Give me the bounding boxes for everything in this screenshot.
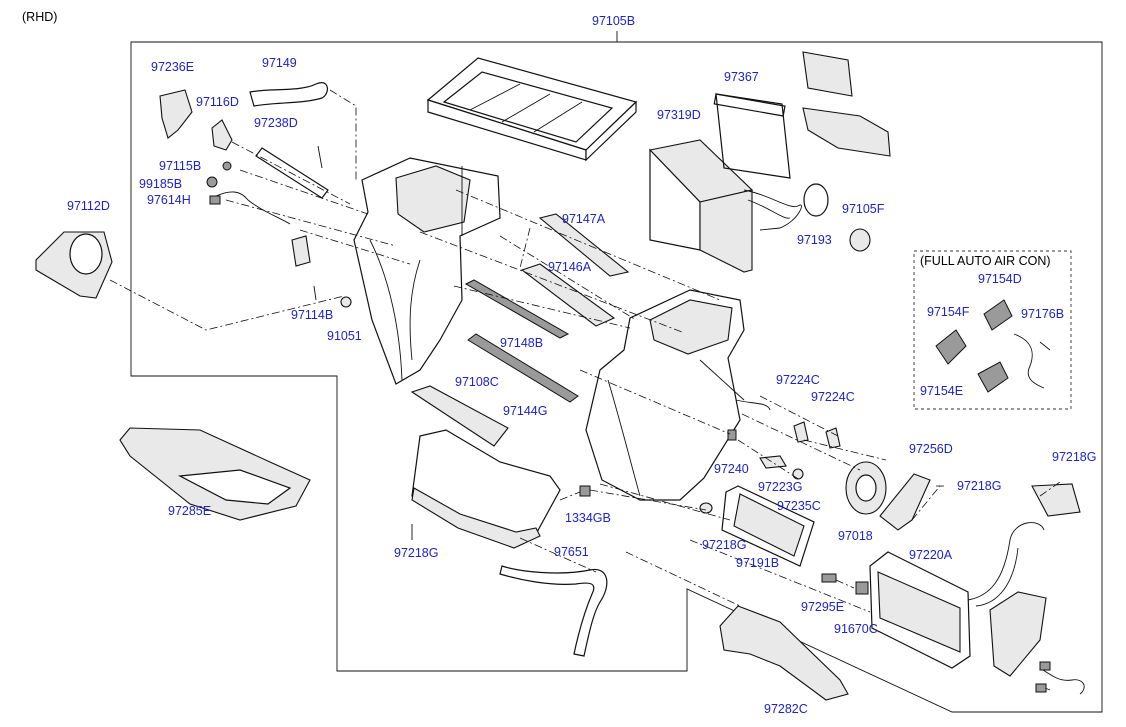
harness-97176B bbox=[1013, 333, 1051, 389]
cap-97105F bbox=[849, 228, 871, 252]
wire-97614H bbox=[215, 191, 291, 225]
part-label-97223G[interactable]: 97223G bbox=[758, 480, 803, 494]
air-filter-frame bbox=[426, 57, 638, 162]
part-label-97282C[interactable]: 97282C bbox=[764, 702, 808, 716]
part-label-91051[interactable]: 91051 bbox=[327, 329, 362, 343]
part-label-97240[interactable]: 97240 bbox=[714, 462, 749, 476]
part-label-97651[interactable]: 97651 bbox=[554, 545, 589, 559]
rod-97238D bbox=[255, 147, 329, 199]
leader-lines bbox=[109, 89, 1061, 613]
seal-pad-2 bbox=[802, 107, 891, 157]
duct-bracket bbox=[989, 591, 1047, 677]
block-91670C bbox=[855, 581, 869, 595]
screw-99185B bbox=[206, 176, 218, 188]
washer-91051 bbox=[340, 296, 352, 308]
part-label-97116D[interactable]: 97116D bbox=[196, 95, 239, 109]
duct-97149 bbox=[249, 82, 328, 107]
part-label-97018[interactable]: 97018 bbox=[838, 529, 873, 543]
part-label-97236E[interactable]: 97236E bbox=[151, 60, 195, 74]
seal-pad-1 bbox=[802, 51, 853, 97]
part-label-97285E[interactable]: 97285E bbox=[168, 504, 212, 518]
part-label-97218G-heater[interactable]: 97218G bbox=[702, 538, 747, 552]
actuator-97236E bbox=[159, 89, 193, 139]
wire-bottom-right bbox=[1039, 667, 1085, 695]
part-label-97191B[interactable]: 97191B bbox=[736, 556, 780, 570]
grommet bbox=[699, 502, 713, 514]
part-label-97238D[interactable]: 97238D bbox=[254, 116, 298, 130]
motor-97018 bbox=[845, 461, 887, 515]
full-auto-box bbox=[913, 250, 1072, 410]
part-label-97108C[interactable]: 97108C bbox=[455, 375, 499, 389]
actuator-97154D bbox=[983, 299, 1013, 331]
actuator-97154E bbox=[977, 361, 1009, 393]
evaporator-core bbox=[648, 93, 802, 273]
part-label-97105F[interactable]: 97105F bbox=[842, 202, 885, 216]
tray-97108C bbox=[410, 385, 509, 447]
part-label-97115B[interactable]: 97115B bbox=[159, 159, 202, 173]
actuator-97154F bbox=[935, 329, 967, 365]
part-label-91670C[interactable]: 91670C bbox=[834, 622, 878, 636]
lever-97256D bbox=[879, 473, 931, 531]
part-label-97144G[interactable]: 97144G bbox=[503, 404, 548, 418]
part-label-97224C-a[interactable]: 97224C bbox=[776, 373, 820, 387]
part-label-97154F[interactable]: 97154F bbox=[927, 305, 970, 319]
housing-left bbox=[353, 157, 501, 385]
part-label-97614H[interactable]: 97614H bbox=[147, 193, 191, 207]
full-auto-title: (FULL AUTO AIR CON) bbox=[920, 254, 1051, 268]
part-label-97147A[interactable]: 97147A bbox=[562, 212, 606, 226]
blower-duct-97112D bbox=[35, 231, 113, 299]
nut-1334GB bbox=[579, 485, 591, 497]
part-label-97218G-right[interactable]: 97218G bbox=[1052, 450, 1097, 464]
part-label-97149[interactable]: 97149 bbox=[262, 56, 297, 70]
housing-right bbox=[585, 289, 771, 501]
part-label-97319D[interactable]: 97319D bbox=[657, 108, 701, 122]
bracket bbox=[291, 235, 311, 267]
part-label-97105B[interactable]: 97105B bbox=[592, 14, 636, 28]
part-label-97176B[interactable]: 97176B bbox=[1021, 307, 1065, 321]
part-label-97193[interactable]: 97193 bbox=[797, 233, 832, 247]
clip-97115B bbox=[222, 161, 232, 171]
part-label-97148B[interactable]: 97148B bbox=[500, 336, 544, 350]
actuator-97116D bbox=[211, 119, 233, 151]
part-label-97112D[interactable]: 97112D bbox=[67, 199, 110, 213]
oring-97193 bbox=[803, 183, 829, 217]
duct-97282C bbox=[719, 605, 849, 701]
sensor-97223G bbox=[759, 455, 787, 469]
sensor-97240 bbox=[727, 429, 737, 441]
part-label-97235C[interactable]: 97235C bbox=[777, 499, 821, 513]
lower-case bbox=[411, 429, 561, 549]
part-label-97224C-b[interactable]: 97224C bbox=[811, 390, 855, 404]
part-label-97256D[interactable]: 97256D bbox=[909, 442, 953, 456]
door-97147A bbox=[538, 213, 630, 277]
part-label-97114B[interactable]: 97114B bbox=[291, 308, 334, 322]
screw-97114B bbox=[313, 285, 317, 301]
part-label-97367[interactable]: 97367 bbox=[724, 70, 759, 84]
bracket-97218G bbox=[1031, 483, 1081, 517]
rhd-note: (RHD) bbox=[22, 10, 58, 24]
clip-97224C-b bbox=[825, 427, 841, 449]
part-label-99185B[interactable]: 99185B bbox=[139, 177, 183, 191]
door-97148B bbox=[464, 279, 570, 339]
hose-97651 bbox=[499, 565, 608, 657]
heater-core-97220A bbox=[869, 522, 1045, 669]
part-label-97146A[interactable]: 97146A bbox=[548, 260, 592, 274]
part-label-97295E[interactable]: 97295E bbox=[801, 600, 845, 614]
part-label-97218G-mid[interactable]: 97218G bbox=[957, 479, 1002, 493]
assembly-frame bbox=[130, 31, 1103, 713]
connector-97295E bbox=[821, 573, 837, 583]
clip-97235C bbox=[792, 468, 804, 480]
part-label-97154D[interactable]: 97154D bbox=[978, 272, 1022, 286]
cover-97285E bbox=[119, 427, 311, 521]
part-label-1334GB[interactable]: 1334GB bbox=[565, 511, 611, 525]
door-97144G bbox=[467, 333, 579, 403]
heater-core-97191B bbox=[721, 485, 815, 567]
part-label-97218G-lower[interactable]: 97218G bbox=[394, 546, 439, 560]
part-label-97154E[interactable]: 97154E bbox=[920, 384, 964, 398]
part-label-97220A[interactable]: 97220A bbox=[909, 548, 953, 562]
clip-97224C-a bbox=[793, 421, 809, 443]
